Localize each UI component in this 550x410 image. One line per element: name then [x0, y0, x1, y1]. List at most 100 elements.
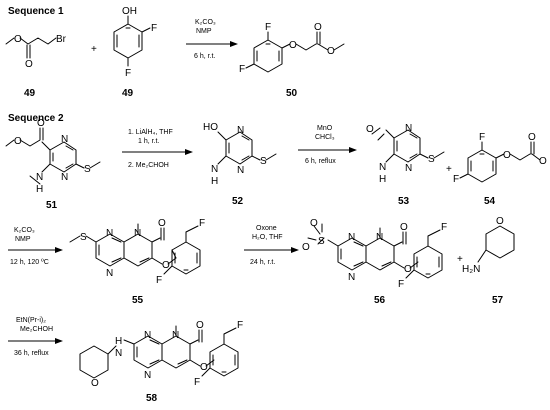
- svg-text:F: F: [441, 222, 447, 233]
- svg-text:H: H: [115, 336, 122, 347]
- svg-text:N: N: [61, 134, 68, 145]
- svg-text:F: F: [265, 22, 271, 33]
- svg-text:N: N: [348, 272, 355, 283]
- svg-text:N: N: [379, 162, 386, 173]
- sequence-1-label: Sequence 1: [8, 6, 64, 17]
- svg-text:N: N: [115, 348, 122, 359]
- step4-line1: Oxone: [256, 225, 277, 232]
- svg-text:O: O: [539, 156, 547, 167]
- step4-line3: 24 h, r.t.: [250, 259, 275, 266]
- plus-sign-2: +: [446, 164, 452, 175]
- svg-text:N: N: [237, 125, 244, 136]
- step5-line2: Me₂CHOH: [20, 326, 53, 333]
- compound-58-label: 58: [146, 393, 158, 404]
- compound-56: O S O N N N O O F F: [302, 218, 447, 290]
- compound-56-label: 56: [374, 295, 386, 306]
- svg-text:H₂N: H₂N: [462, 264, 480, 275]
- compound-53: O N N S N H: [366, 123, 445, 185]
- svg-text:O: O: [503, 150, 511, 161]
- step2-line1: MnO: [317, 125, 333, 132]
- svg-text:O: O: [404, 264, 412, 275]
- step5-line3: 36 h, reflux: [14, 350, 49, 357]
- svg-text:F: F: [125, 68, 131, 79]
- svg-text:F: F: [479, 132, 485, 143]
- sequence-2-label: Sequence 2: [8, 113, 64, 124]
- svg-text:F: F: [151, 23, 157, 34]
- compound-50-label: 50: [286, 88, 298, 99]
- svg-text:N: N: [405, 163, 412, 174]
- compound-58: O H N N N N O O F F: [79, 320, 243, 389]
- compound-50: F O O O F: [239, 22, 345, 75]
- compound-57-label: 57: [492, 295, 504, 306]
- svg-text:N: N: [211, 164, 218, 175]
- svg-text:S: S: [318, 236, 325, 247]
- svg-text:O: O: [162, 260, 170, 271]
- svg-text:H: H: [36, 184, 43, 195]
- svg-text:O: O: [302, 242, 310, 253]
- svg-text:F: F: [398, 279, 404, 290]
- compound-55: S N N N O O F F: [69, 218, 205, 286]
- step3-line3: 12 h, 120 ºC: [10, 259, 49, 266]
- svg-text:N: N: [376, 232, 383, 243]
- step2-line2: CHCl₃: [315, 134, 335, 141]
- svg-text:N: N: [61, 172, 68, 183]
- svg-text:OH: OH: [122, 6, 137, 17]
- seq1-conditions-2: NMP: [196, 28, 212, 35]
- svg-text:O: O: [158, 218, 166, 229]
- svg-text:F: F: [194, 377, 200, 388]
- compound-53-label: 53: [398, 196, 410, 207]
- plus-sign-3: +: [457, 254, 463, 265]
- svg-text:Br: Br: [56, 34, 67, 45]
- svg-text:N: N: [106, 268, 113, 279]
- svg-text:F: F: [237, 320, 243, 331]
- compound-49b-label: 49: [122, 88, 134, 99]
- seq1-conditions-3: 6 h, r.t.: [194, 53, 215, 60]
- step5-line1: EtN(Pr-i)₂: [16, 317, 46, 324]
- svg-text:S: S: [80, 232, 87, 243]
- step1-line1: 1. LiAlH₄, THF: [128, 129, 173, 136]
- svg-text:F: F: [453, 174, 459, 185]
- svg-text:N: N: [106, 228, 113, 239]
- compound-54: F O O O F: [453, 132, 547, 185]
- svg-text:S: S: [260, 156, 267, 167]
- step2-line3: 6 h, reflux: [305, 158, 336, 165]
- svg-text:O: O: [25, 59, 33, 70]
- svg-text:O: O: [310, 218, 318, 229]
- svg-text:F: F: [156, 275, 162, 286]
- svg-text:N: N: [36, 172, 43, 183]
- svg-text:N: N: [348, 232, 355, 243]
- step3-line1: K₂CO₃: [14, 227, 35, 234]
- svg-text:O: O: [37, 118, 45, 129]
- step3-line2: NMP: [15, 236, 31, 243]
- svg-text:HO: HO: [203, 122, 218, 133]
- compound-49-label: 49: [24, 88, 36, 99]
- step4-line2: H₂O, THF: [252, 234, 283, 241]
- svg-text:O: O: [14, 34, 22, 45]
- svg-text:N: N: [134, 228, 141, 239]
- svg-text:O: O: [91, 378, 99, 389]
- svg-text:O: O: [528, 132, 536, 143]
- methyl-bromoacetate: O O Br: [5, 34, 67, 70]
- plus-sign: +: [91, 44, 97, 55]
- compound-52: HO N N S N H: [203, 122, 277, 187]
- svg-text:N: N: [237, 165, 244, 176]
- svg-text:O: O: [200, 362, 208, 373]
- difluorophenol: OH F F: [113, 6, 157, 79]
- svg-text:O: O: [289, 40, 297, 51]
- svg-text:N: N: [144, 330, 151, 341]
- svg-text:S: S: [428, 154, 435, 165]
- svg-text:O: O: [400, 222, 408, 233]
- svg-text:F: F: [199, 218, 205, 229]
- svg-text:N: N: [172, 330, 179, 341]
- svg-text:N: N: [144, 370, 151, 381]
- compound-55-label: 55: [132, 295, 144, 306]
- svg-text:O: O: [314, 22, 322, 33]
- compound-54-label: 54: [484, 196, 496, 207]
- svg-text:H: H: [211, 176, 218, 187]
- step1-line2: 1 h, r.t.: [138, 138, 159, 145]
- svg-text:N: N: [405, 123, 412, 134]
- compound-51-label: 51: [46, 200, 58, 211]
- svg-text:O: O: [196, 320, 204, 331]
